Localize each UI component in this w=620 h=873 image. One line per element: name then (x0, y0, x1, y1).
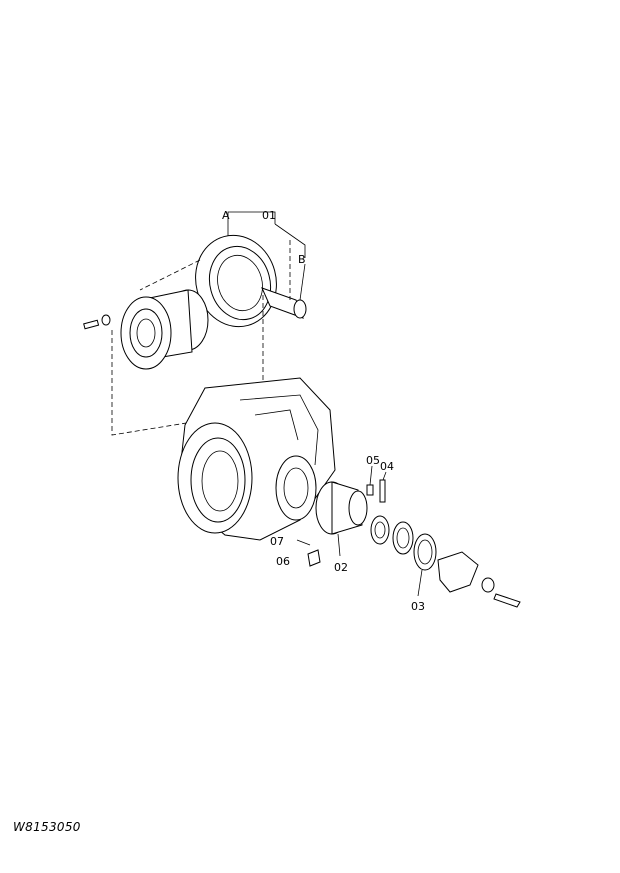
pinion-shaft-B (261, 287, 307, 319)
assembly-guide-lines (111, 240, 291, 436)
drawing-id: W8153050 (13, 820, 81, 834)
seal-ring (392, 521, 414, 555)
yoke-flange (437, 551, 521, 608)
axle-housing (177, 377, 336, 541)
callout-07: 07 (270, 535, 284, 548)
parts-05-04-pins (366, 479, 386, 503)
part-02-hub (315, 481, 368, 535)
leader-lines (296, 263, 423, 597)
callout-02: 02 (334, 561, 348, 574)
carrier-flange (275, 455, 317, 521)
callout-A: A (222, 209, 230, 222)
callout-B: B (298, 253, 306, 266)
part-06-plug (307, 549, 321, 567)
callout-06: 06 (276, 555, 290, 568)
ring-gear-A (195, 234, 277, 328)
callout-01: 01 (262, 209, 276, 222)
bolt-washer-left (83, 314, 111, 330)
callout-04: 04 (380, 460, 394, 473)
callout-03: 03 (411, 600, 425, 613)
differential-case (120, 289, 209, 370)
bearing (370, 515, 390, 545)
callout-05: 05 (366, 454, 380, 467)
part-03-ring (413, 533, 437, 571)
